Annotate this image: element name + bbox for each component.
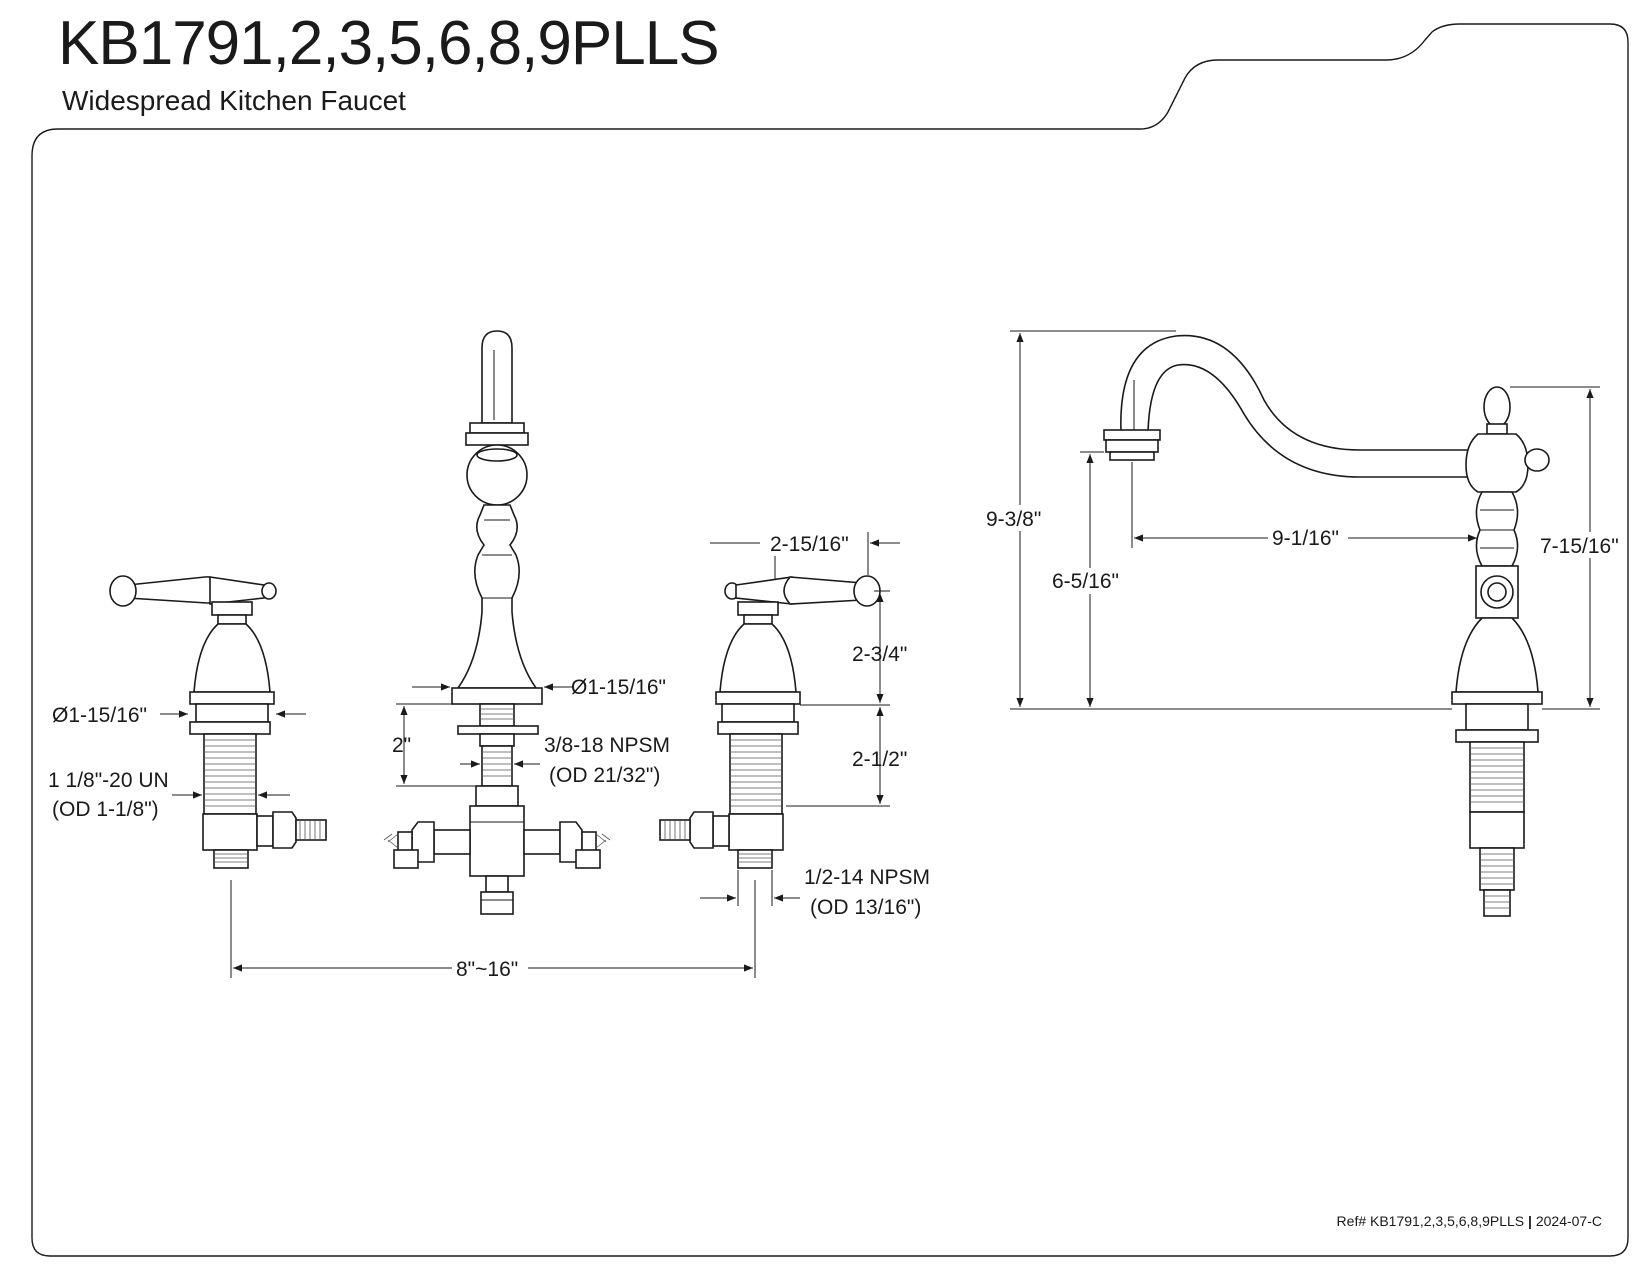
reference-code: Ref# KB1791,2,3,5,6,8,9PLLS | 2024-07-C	[1337, 1212, 1602, 1230]
dim-shank-spout: 2"	[392, 734, 411, 757]
dim-spout-reach: 9-1/16"	[1272, 527, 1339, 550]
drawing-frame	[31, 23, 1629, 1257]
ref-model: Ref# KB1791,2,3,5,6,8,9PLLS	[1336, 1213, 1525, 1229]
spout-front	[383, 330, 611, 915]
dimension-lines	[160, 330, 1600, 978]
ref-separator: |	[1528, 1213, 1532, 1229]
dim-spout-clearance: 6-5/16"	[1052, 570, 1119, 593]
faucet-side-view	[1103, 334, 1550, 917]
dim-handle-height: 2-3/4"	[852, 643, 907, 666]
dim-spout-thread-2: (OD 21/32")	[549, 764, 660, 787]
dim-inlet-thread-2: (OD 13/16")	[810, 896, 921, 919]
dim-spout-thread-1: 3/8-18 NPSM	[544, 734, 670, 757]
dim-handle-total-height: 7-15/16"	[1540, 535, 1619, 558]
dim-valve-thread-2: (OD 1-1/8")	[52, 798, 159, 821]
left-valve	[109, 575, 327, 869]
dim-overall-height: 9-3/8"	[986, 508, 1041, 531]
right-valve	[659, 575, 881, 869]
dim-spread: 8"~16"	[456, 958, 518, 981]
product-subtitle: Widespread Kitchen Faucet	[62, 85, 406, 116]
dim-handle-width: 2-15/16"	[770, 533, 849, 556]
dim-inlet-thread-1: 1/2-14 NPSM	[804, 866, 930, 889]
ref-code: 2024-07-C	[1535, 1213, 1602, 1229]
model-title: KB1791,2,3,5,6,8,9PLLS	[58, 9, 720, 78]
dim-shank-valve: 2-1/2"	[852, 748, 907, 771]
dim-spout-base-diameter: Ø1-15/16"	[571, 676, 666, 699]
dim-valve-base-diameter: Ø1-15/16"	[52, 704, 147, 727]
dim-valve-thread-1: 1 1/8"-20 UN	[48, 769, 169, 792]
